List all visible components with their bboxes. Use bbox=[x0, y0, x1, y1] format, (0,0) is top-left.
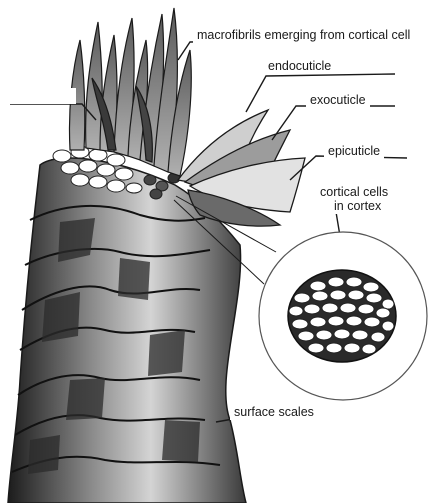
unlabeled-blank-label bbox=[6, 88, 76, 104]
label-surface-scales: surface scales bbox=[230, 404, 318, 420]
label-macrofibrils: macrofibrils emerging from cortical cell bbox=[193, 27, 414, 43]
label-epicuticle: epicuticle bbox=[324, 143, 384, 159]
leader-exocuticle bbox=[272, 106, 395, 140]
label-endocuticle: endocuticle bbox=[264, 58, 335, 74]
cuticle-layers bbox=[178, 110, 305, 226]
leader-epicuticle bbox=[290, 156, 407, 180]
label-exocuticle: exocuticle bbox=[306, 92, 370, 108]
leader-macrofibrils bbox=[178, 40, 350, 60]
magnified-cortical-cells bbox=[288, 270, 396, 362]
label-cortical-cells-line2: in cortex bbox=[330, 198, 385, 214]
